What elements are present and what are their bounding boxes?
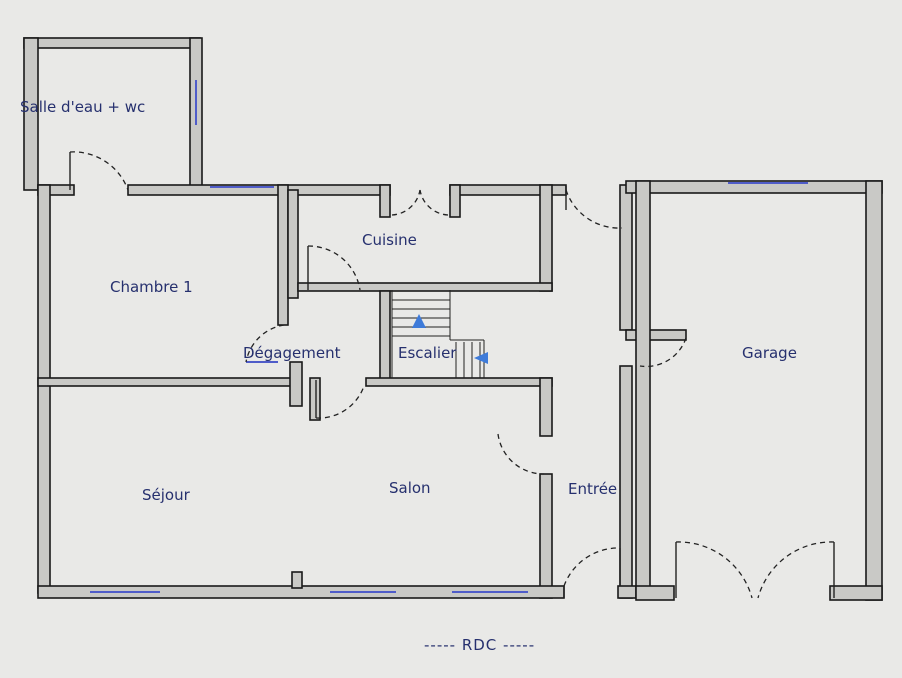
staircase bbox=[391, 290, 488, 378]
stair-up-arrow-icon bbox=[412, 314, 426, 328]
room-label-salon: Salon bbox=[389, 479, 431, 497]
room-label-chambre: Chambre 1 bbox=[110, 278, 193, 296]
room-label-entree: Entrée bbox=[568, 480, 618, 498]
room-label-garage: Garage bbox=[742, 344, 797, 362]
room-label-degagement: Dégagement bbox=[243, 344, 341, 362]
room-label-escalier: Escalier bbox=[398, 344, 457, 362]
windows bbox=[90, 80, 808, 593]
walls bbox=[23, 37, 883, 601]
room-label-cuisine: Cuisine bbox=[362, 231, 417, 249]
room-label-sejour: Séjour bbox=[142, 486, 190, 504]
room-label-salle-eau: Salle d'eau + wc bbox=[20, 98, 146, 116]
stair-left-arrow-icon bbox=[474, 352, 488, 364]
doors bbox=[69, 151, 835, 599]
floor-caption: ----- RDC ----- bbox=[424, 636, 536, 654]
